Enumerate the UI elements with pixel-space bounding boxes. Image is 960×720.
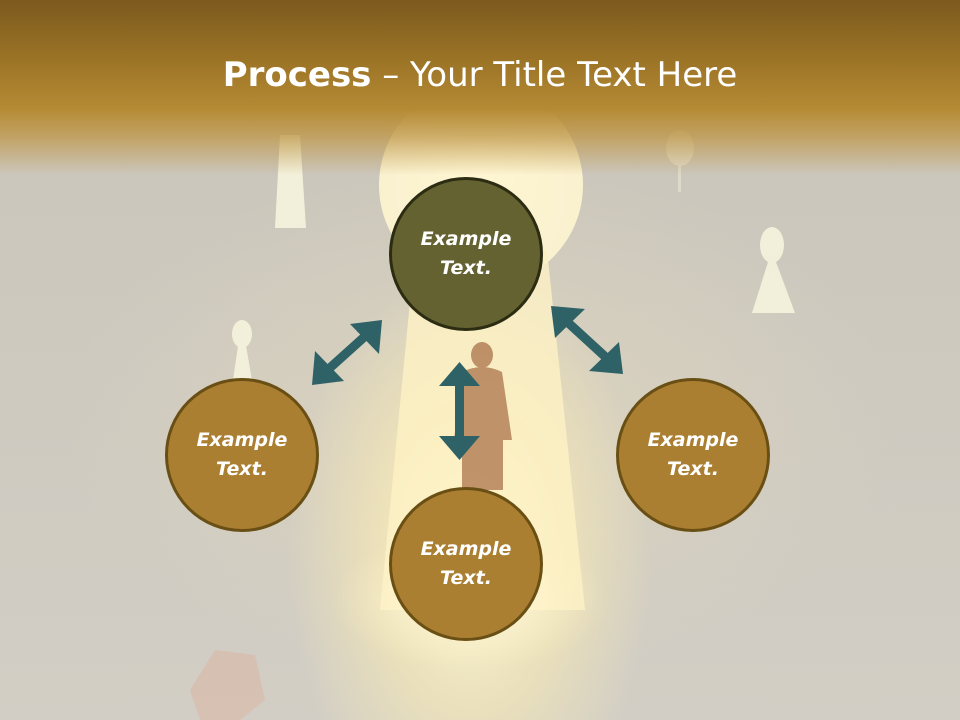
title-bold-part: Process [222, 55, 372, 95]
small-keyhole-left-head [232, 320, 252, 348]
node-top-line1: Example [420, 228, 512, 250]
title-rest-part: – Your Title Text Here [371, 55, 738, 95]
node-right-line2: Text. [667, 458, 719, 480]
node-bottom-line1: Example [420, 538, 512, 560]
small-keyhole-right-body [752, 262, 795, 313]
node-right-line1: Example [647, 429, 739, 451]
arrow-top-right [551, 306, 623, 374]
process-node-right: Example Text. [616, 378, 770, 532]
header-band [0, 0, 960, 175]
arrow-top-left [312, 320, 382, 385]
arrow-vertical [439, 362, 480, 460]
process-node-left: Example Text. [165, 378, 319, 532]
node-left-line2: Text. [216, 458, 268, 480]
node-left-line1: Example [196, 429, 288, 451]
node-top-line2: Text. [440, 257, 492, 279]
person-silhouette [454, 342, 512, 490]
process-node-bottom: Example Text. [389, 487, 543, 641]
page-title: Process – Your Title Text Here [0, 52, 960, 98]
process-node-center: Example Text. [389, 177, 543, 331]
small-keyhole-left-body [233, 346, 252, 380]
small-keyhole-right-head [760, 227, 784, 263]
node-bottom-line2: Text. [440, 567, 492, 589]
